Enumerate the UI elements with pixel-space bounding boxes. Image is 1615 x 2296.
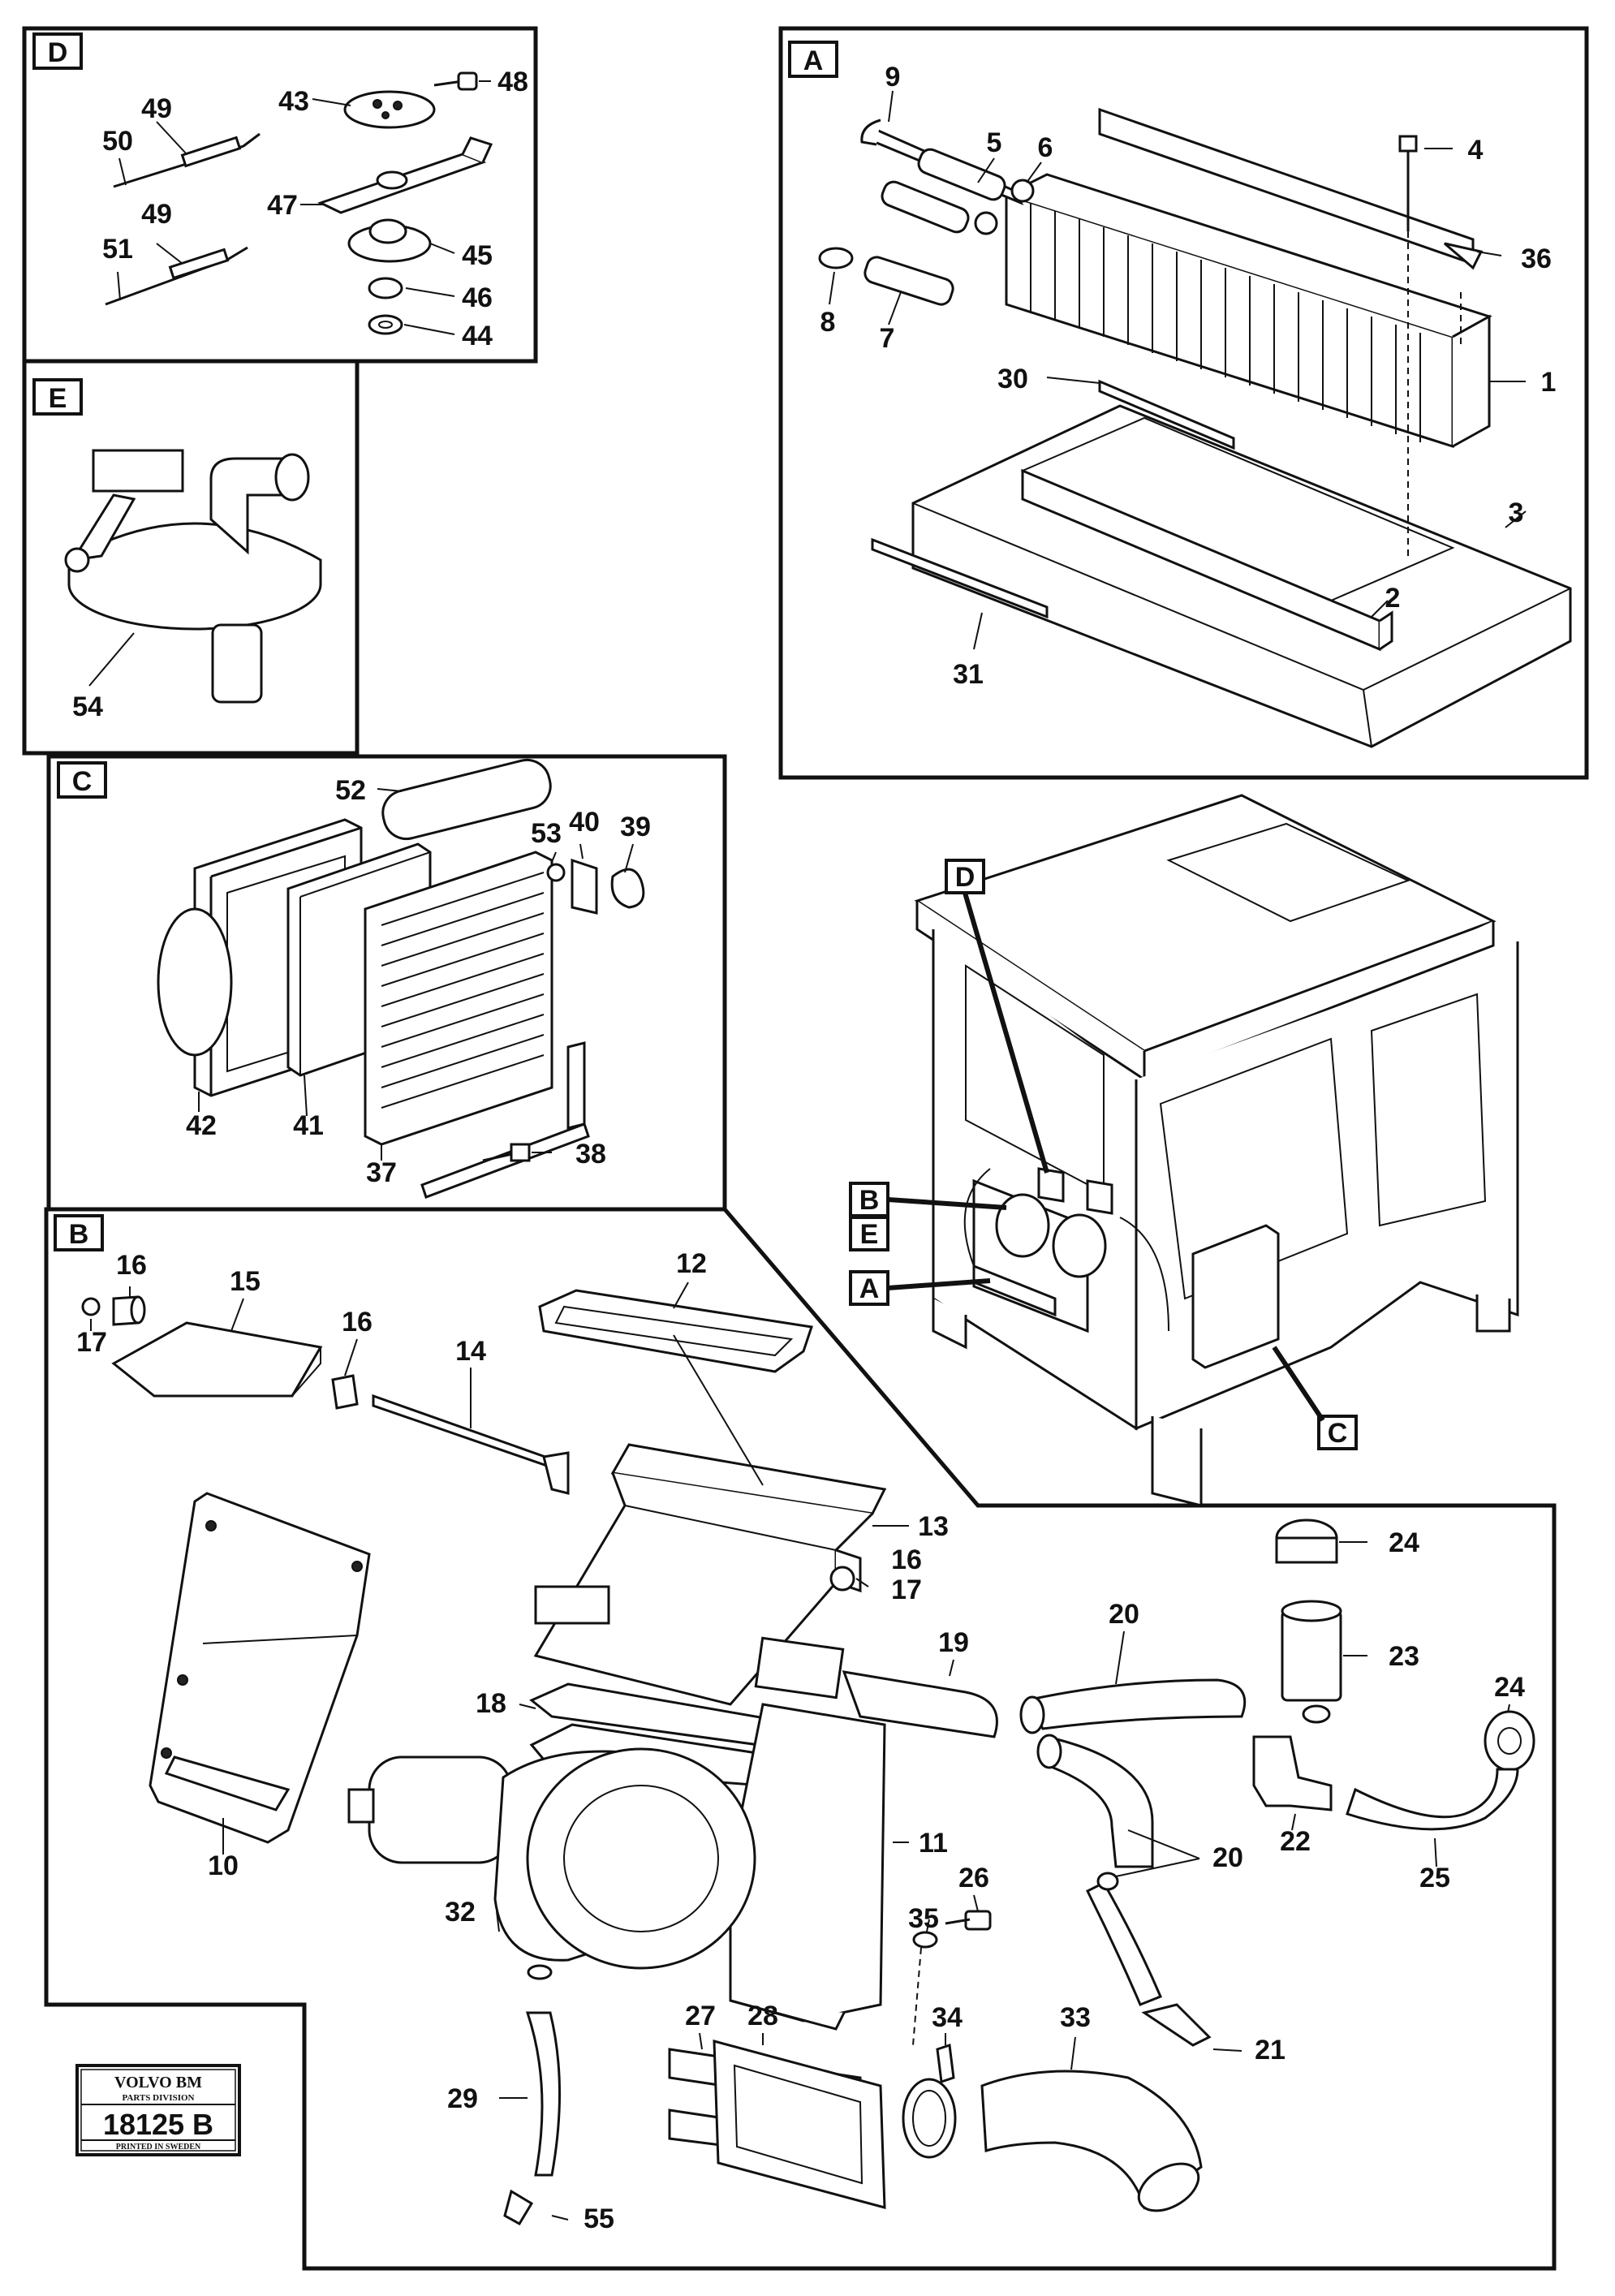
callout-d: D bbox=[945, 859, 1049, 1174]
part-label: 13 bbox=[918, 1511, 949, 1542]
section-c-labels: 52 53 40 39 42 41 37 38 bbox=[186, 775, 651, 1188]
svg-text:D: D bbox=[955, 862, 975, 893]
section-a-labels: 9 5 6 4 36 8 7 30 1 3 2 31 bbox=[820, 62, 1557, 690]
part-label: 51 bbox=[102, 234, 133, 265]
svg-text:PARTS DIVISION: PARTS DIVISION bbox=[123, 2093, 195, 2103]
section-tag-a: A bbox=[788, 41, 838, 78]
svg-text:VOLVO BM: VOLVO BM bbox=[114, 2074, 202, 2091]
part-label: 54 bbox=[72, 691, 103, 722]
section-tag-d: D bbox=[32, 32, 83, 70]
section-b-drawing bbox=[81, 1282, 1535, 2226]
svg-text:B: B bbox=[69, 1219, 89, 1250]
part-label: 49 bbox=[141, 93, 172, 124]
section-a-drawing bbox=[818, 90, 1572, 748]
part-label: 47 bbox=[267, 190, 298, 221]
part-label: 22 bbox=[1280, 1826, 1311, 1857]
part-label: 12 bbox=[676, 1248, 707, 1279]
section-e-drawing bbox=[64, 449, 322, 704]
part-label: 1 bbox=[1541, 367, 1557, 398]
part-label: 45 bbox=[462, 240, 493, 271]
cab-overview-drawing bbox=[914, 794, 1519, 1507]
part-label: 39 bbox=[620, 812, 651, 842]
part-label: 29 bbox=[447, 2083, 478, 2114]
svg-text:18125 B: 18125 B bbox=[103, 2108, 213, 2141]
part-label: 4 bbox=[1468, 135, 1484, 166]
part-label: 33 bbox=[1060, 2002, 1091, 2033]
part-label: 15 bbox=[230, 1266, 261, 1297]
part-label: 2 bbox=[1385, 583, 1401, 614]
part-label: 30 bbox=[997, 364, 1028, 394]
section-b-labels: 17 16 15 16 14 12 13 16 17 19 20 24 23 2… bbox=[76, 1248, 1525, 2234]
part-label: 16 bbox=[891, 1544, 922, 1575]
callout-a: A bbox=[849, 1270, 991, 1306]
section-tag-c: C bbox=[57, 761, 107, 799]
part-label: 55 bbox=[584, 2203, 614, 2234]
part-label: 50 bbox=[102, 126, 133, 157]
part-label: 27 bbox=[685, 2001, 716, 2031]
part-label: 8 bbox=[820, 307, 836, 338]
part-label: 48 bbox=[497, 67, 528, 97]
callout-c: C bbox=[1272, 1346, 1358, 1450]
part-label: 34 bbox=[932, 2002, 963, 2033]
part-label: 7 bbox=[880, 323, 895, 354]
section-d-labels: 49 50 49 51 43 48 47 45 46 44 bbox=[102, 67, 528, 351]
part-label: 53 bbox=[531, 818, 562, 849]
part-label: 9 bbox=[885, 62, 901, 93]
part-label: 14 bbox=[455, 1336, 486, 1367]
section-tag-e: E bbox=[32, 378, 83, 416]
part-label: 31 bbox=[953, 659, 984, 690]
part-label: 46 bbox=[462, 282, 493, 313]
part-label: 38 bbox=[575, 1139, 606, 1170]
part-label: 28 bbox=[747, 2001, 778, 2031]
svg-text:A: A bbox=[803, 45, 824, 76]
part-label: 37 bbox=[366, 1157, 397, 1188]
section-tag-b: B bbox=[54, 1214, 104, 1251]
section-d-drawing bbox=[105, 71, 493, 335]
part-label: 40 bbox=[569, 807, 600, 838]
part-label: 19 bbox=[938, 1627, 969, 1658]
part-label: 17 bbox=[891, 1574, 922, 1605]
part-label: 41 bbox=[293, 1110, 324, 1141]
part-label: 32 bbox=[445, 1897, 476, 1928]
part-label: 44 bbox=[462, 321, 493, 351]
part-label: 36 bbox=[1521, 243, 1552, 274]
part-label: 43 bbox=[278, 86, 309, 117]
part-label: 52 bbox=[335, 775, 366, 806]
part-label: 20 bbox=[1212, 1842, 1243, 1873]
svg-text:C: C bbox=[72, 766, 93, 797]
volvo-bm-stamp: VOLVO BM PARTS DIVISION 18125 B PRINTED … bbox=[75, 2064, 241, 2156]
part-label: 11 bbox=[919, 1828, 948, 1859]
part-label: 49 bbox=[141, 199, 172, 230]
part-label: 24 bbox=[1389, 1527, 1419, 1558]
part-label: 10 bbox=[208, 1850, 239, 1881]
part-label: 35 bbox=[908, 1903, 939, 1934]
svg-text:E: E bbox=[49, 383, 67, 414]
part-label: 25 bbox=[1419, 1863, 1450, 1893]
part-label: 16 bbox=[116, 1250, 147, 1281]
part-label: 3 bbox=[1509, 498, 1524, 528]
part-label: 6 bbox=[1038, 132, 1053, 163]
part-label: 21 bbox=[1255, 2035, 1286, 2066]
svg-text:C: C bbox=[1328, 1418, 1348, 1449]
part-label: 42 bbox=[186, 1110, 217, 1141]
svg-text:D: D bbox=[48, 37, 68, 68]
svg-text:PRINTED IN SWEDEN: PRINTED IN SWEDEN bbox=[116, 2143, 201, 2152]
part-label: 5 bbox=[987, 127, 1002, 158]
callout-e: E bbox=[849, 1216, 889, 1251]
part-label: 24 bbox=[1494, 1672, 1525, 1703]
part-label: 18 bbox=[476, 1688, 506, 1719]
part-label: 20 bbox=[1109, 1599, 1139, 1630]
section-frames bbox=[22, 26, 1589, 2271]
svg-text:B: B bbox=[859, 1185, 880, 1216]
part-label: 23 bbox=[1389, 1641, 1419, 1672]
section-c-drawing bbox=[157, 758, 645, 1199]
svg-text:A: A bbox=[859, 1273, 880, 1304]
part-label: 16 bbox=[342, 1307, 373, 1338]
part-label: 26 bbox=[958, 1863, 989, 1893]
part-label: 17 bbox=[76, 1327, 107, 1358]
svg-text:E: E bbox=[860, 1219, 879, 1250]
